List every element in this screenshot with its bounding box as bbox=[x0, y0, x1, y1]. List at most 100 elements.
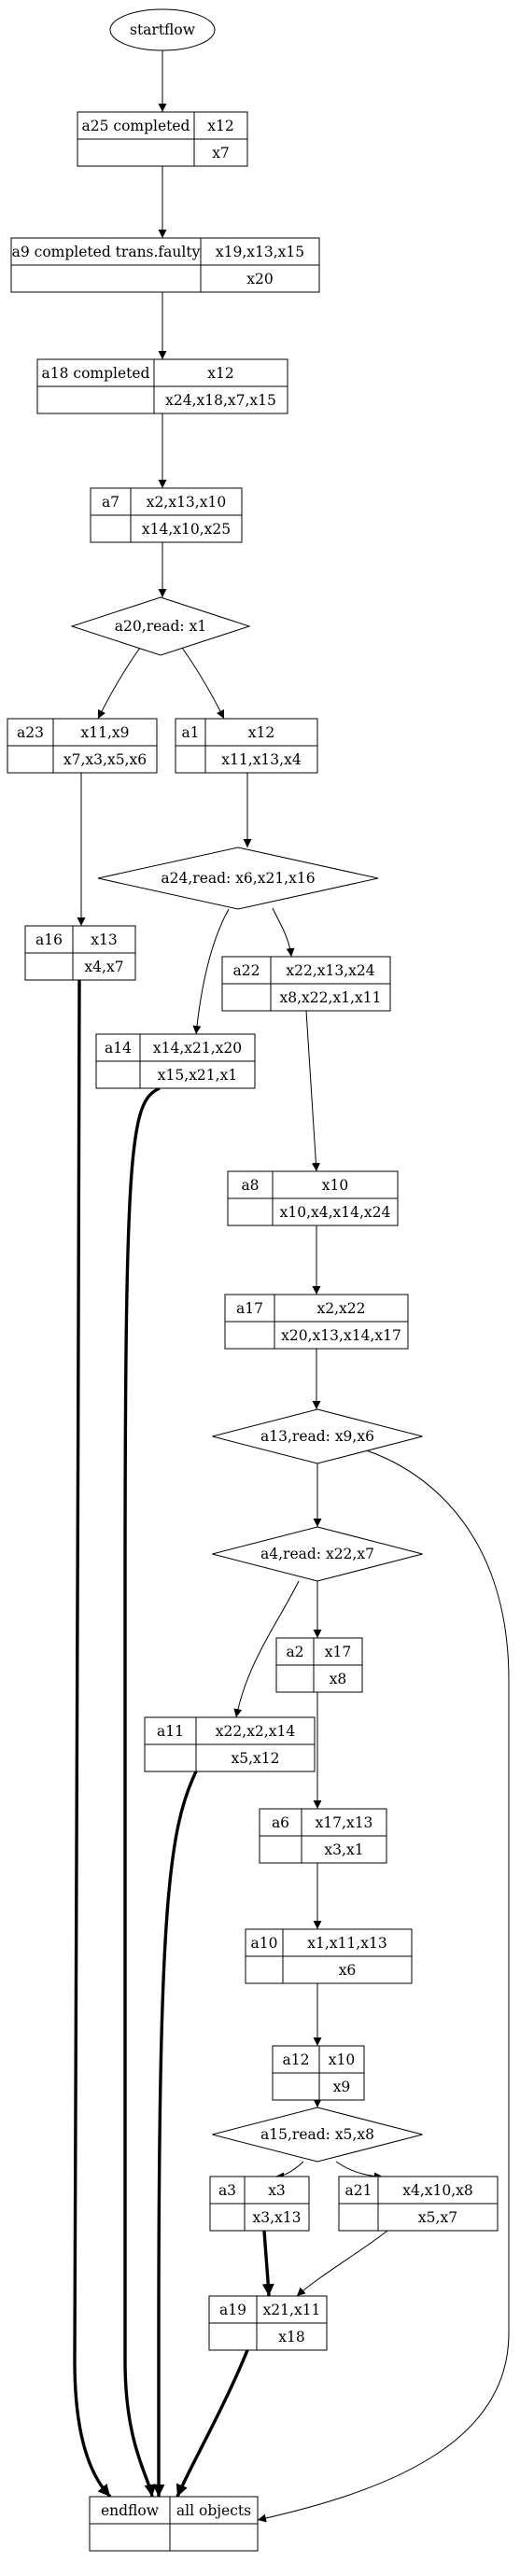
decision-node-a20: a20,read: x1 bbox=[70, 596, 251, 656]
table-top-vars: x22,x2,x14 bbox=[216, 1723, 296, 1740]
flow-edge bbox=[152, 1771, 198, 2497]
table-bottom-vars: x6 bbox=[339, 1962, 357, 1979]
table-name: a11 bbox=[157, 1723, 184, 1740]
table-top-vars: x10 bbox=[322, 1177, 348, 1194]
table-top-vars: x12 bbox=[248, 724, 274, 741]
table-top-vars: x22,x13,x24 bbox=[286, 962, 374, 979]
decision-diamond bbox=[212, 2107, 423, 2163]
table-bottom-vars: x18 bbox=[278, 2329, 304, 2345]
table-bottom-vars: x9 bbox=[333, 2079, 351, 2095]
flow-edge bbox=[305, 1010, 320, 1172]
table-node-a14: a14 x14,x21,x20 x15,x21,x1 bbox=[95, 1033, 256, 1089]
end-node: endflow all objects bbox=[89, 2496, 259, 2552]
table-bottom-vars: x15,x21,x1 bbox=[158, 1067, 237, 1084]
table-bottom-vars: x5,x7 bbox=[418, 2209, 457, 2226]
table-name: a16 bbox=[35, 931, 63, 948]
table-name: a2 bbox=[286, 1644, 303, 1660]
table-name: a18 completed bbox=[42, 365, 150, 382]
table-bottom-vars: x8 bbox=[330, 1671, 347, 1687]
flow-edge bbox=[181, 647, 225, 720]
table-name: a8 bbox=[241, 1177, 259, 1194]
decision-label: a24,read: x6,x21,x16 bbox=[161, 870, 315, 887]
table-bottom-vars: x24,x18,x7,x15 bbox=[165, 392, 276, 409]
flow-edge bbox=[274, 2161, 304, 2181]
table-top-vars: x4,x10,x8 bbox=[402, 2182, 473, 2199]
table-name: a22 bbox=[233, 962, 260, 979]
end-left-label: endflow bbox=[101, 2502, 160, 2519]
flow-edge bbox=[335, 2161, 384, 2181]
table-bottom-vars: x4,x7 bbox=[84, 959, 123, 975]
table-name: a12 bbox=[283, 2051, 310, 2068]
table-top-vars: x17,x13 bbox=[316, 1814, 373, 1831]
flow-edge bbox=[123, 1086, 161, 2498]
table-top-vars: x3 bbox=[268, 2182, 286, 2199]
decision-label: a20,read: x1 bbox=[115, 618, 206, 635]
table-name: a23 bbox=[17, 724, 44, 741]
decision-diamond bbox=[212, 1526, 423, 1582]
flow-edge bbox=[261, 2230, 274, 2297]
table-name: a21 bbox=[345, 2182, 372, 2199]
start-ellipse bbox=[109, 8, 216, 51]
flow-edge bbox=[176, 2349, 249, 2498]
table-top-vars: x19,x13,x15 bbox=[216, 244, 304, 260]
decision-nodes: a20,read: x1 a24,read: x6,x21,x16 a13,read… bbox=[70, 596, 423, 2163]
table-top-vars: x12 bbox=[207, 118, 233, 134]
table-node-a9: a9 completed trans.faulty x19,x13,x15 x20 bbox=[10, 237, 320, 293]
end-right-label: all objects bbox=[176, 2502, 251, 2519]
decision-diamond bbox=[70, 596, 251, 656]
table-name: a6 bbox=[272, 1814, 289, 1831]
table-name: a7 bbox=[102, 494, 119, 511]
table-top-vars: x2,x22 bbox=[317, 1300, 366, 1317]
start-label: startflow bbox=[130, 21, 196, 38]
table-bottom-vars: x11,x13,x4 bbox=[221, 751, 302, 768]
table-top-vars: x17 bbox=[325, 1644, 351, 1660]
start-node: startflow bbox=[109, 8, 216, 51]
table-top-vars: x2,x13,x10 bbox=[147, 494, 226, 511]
decision-node-a15: a15,read: x5,x8 bbox=[212, 2107, 423, 2163]
flow-edge bbox=[233, 1580, 300, 1718]
table-bottom-vars: x20,x13,x14,x17 bbox=[281, 1327, 401, 1344]
table-top-vars: x13 bbox=[91, 931, 117, 948]
table-top-vars: x1,x11,x13 bbox=[307, 1935, 386, 1952]
table-node-a3: a3 x3 x3,x13 bbox=[209, 2176, 310, 2232]
decision-node-a13: a13,read: x9,x6 bbox=[212, 1408, 423, 1464]
decision-node-a24: a24,read: x6,x21,x16 bbox=[97, 847, 379, 910]
table-name: a14 bbox=[105, 1040, 132, 1057]
decision-label: a4,read: x22,x7 bbox=[260, 1546, 374, 1562]
table-node-a18: a18 completed x12 x24,x18,x7,x15 bbox=[36, 358, 288, 414]
table-bottom-vars: x20 bbox=[246, 271, 273, 287]
table-bottom-vars: x14,x10,x25 bbox=[142, 521, 231, 538]
table-name: a17 bbox=[236, 1300, 263, 1317]
decision-label: a13,read: x9,x6 bbox=[260, 1428, 374, 1445]
table-node-a2: a2 x17 x8 bbox=[275, 1637, 363, 1693]
flow-edge bbox=[192, 908, 230, 1035]
table-top-vars: x21,x11 bbox=[263, 2302, 321, 2318]
table-name: a9 completed trans.faulty bbox=[12, 244, 201, 260]
table-top-vars: x11,x9 bbox=[81, 724, 130, 741]
decision-diamond bbox=[97, 847, 379, 910]
flow-edge bbox=[73, 979, 112, 2499]
table-bottom-vars: x3,x13 bbox=[253, 2209, 302, 2226]
table-top-vars: x12 bbox=[207, 365, 233, 382]
decision-diamond bbox=[212, 1408, 423, 1464]
table-node-a16: a16 x13 x4,x7 bbox=[24, 925, 136, 981]
table-top-vars: x14,x21,x20 bbox=[153, 1040, 242, 1057]
table-node-a17: a17 x2,x22 x20,x13,x14,x17 bbox=[224, 1294, 409, 1350]
table-bottom-vars: x7 bbox=[212, 145, 230, 161]
table-node-a21: a21 x4,x10,x8 x5,x7 bbox=[338, 2176, 499, 2232]
table-name: a3 bbox=[218, 2182, 236, 2199]
flow-edge bbox=[97, 647, 141, 720]
decision-node-a4: a4,read: x22,x7 bbox=[212, 1526, 423, 1582]
